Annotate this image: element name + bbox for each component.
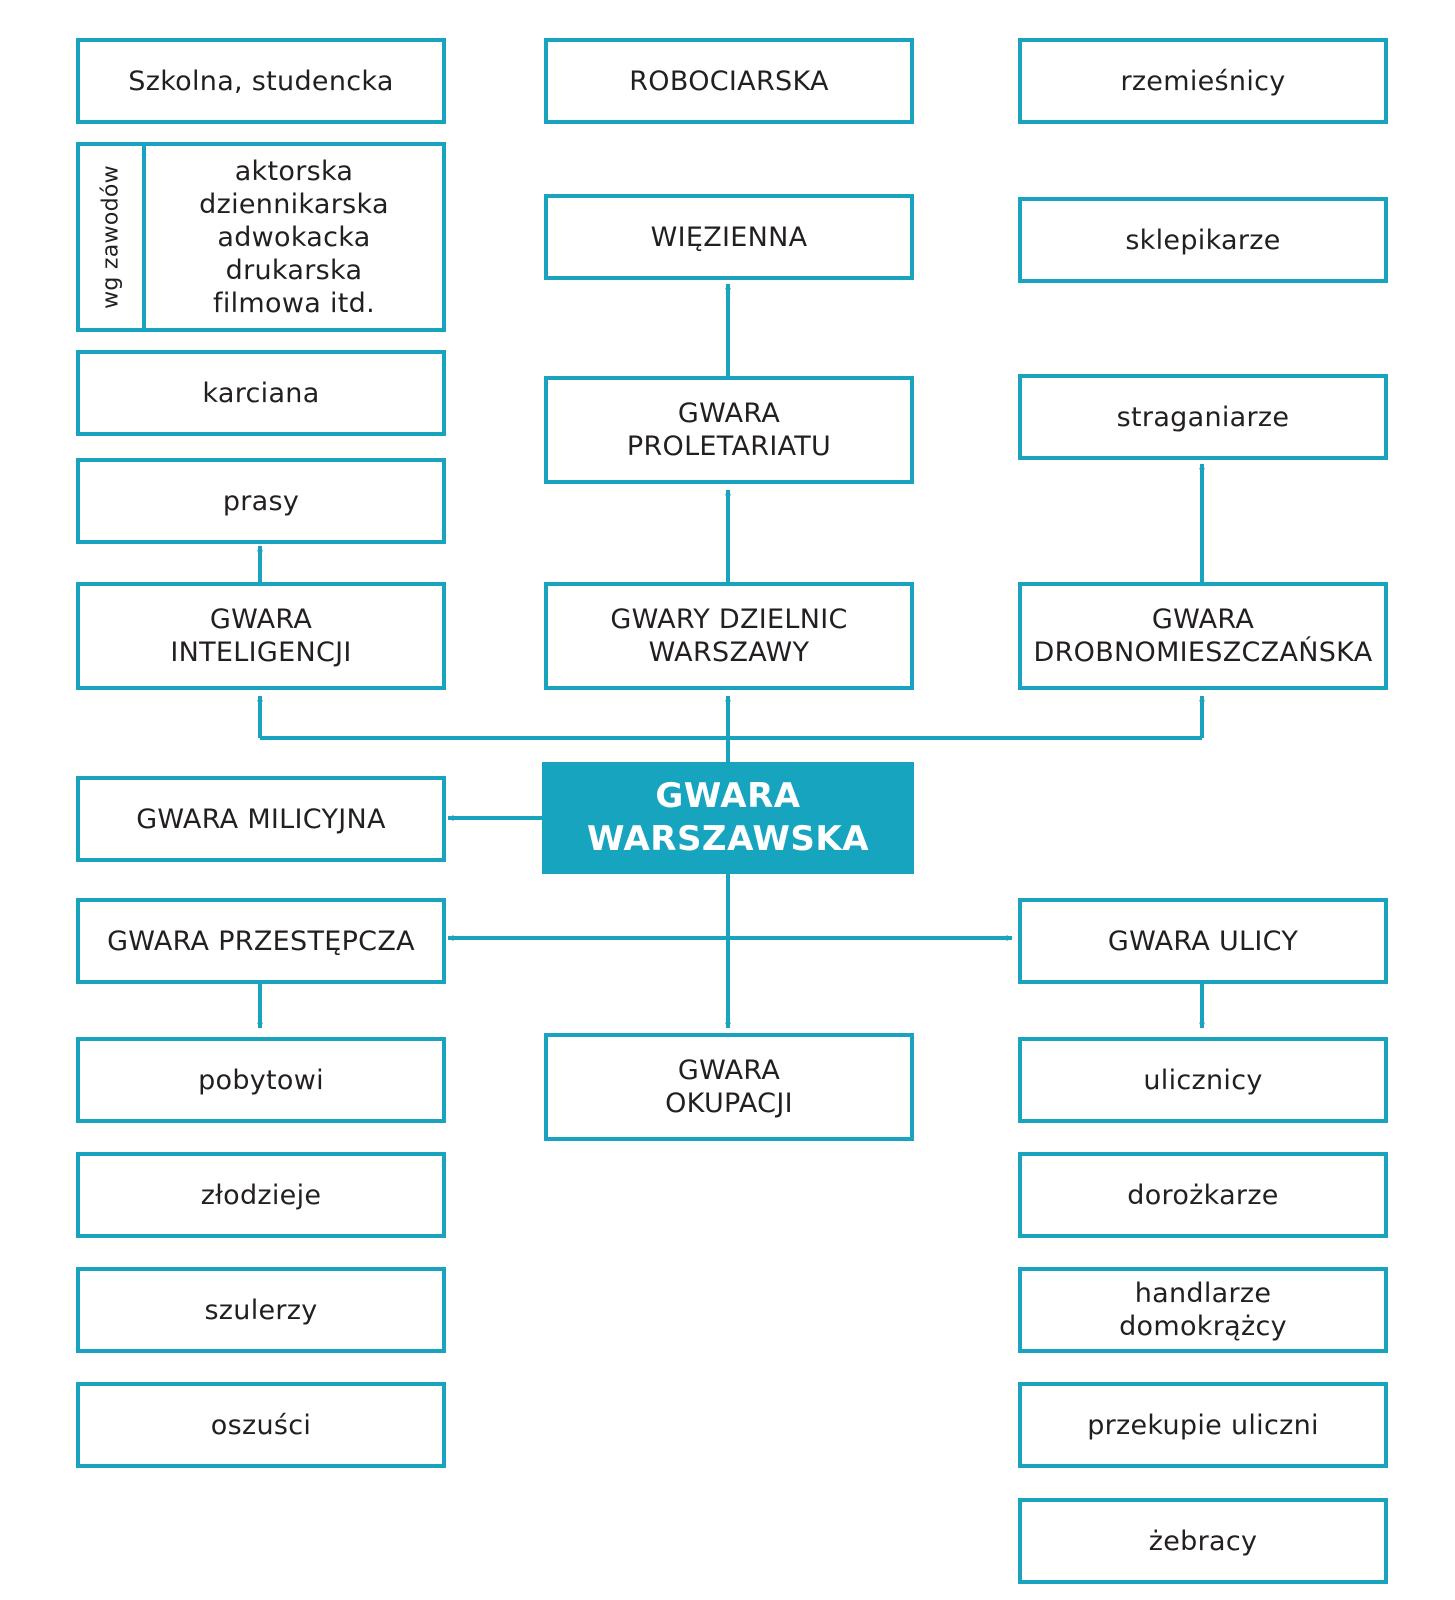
box-wiezienna: WIĘZIENNA: [544, 194, 914, 280]
box-wg-zawodow: wg zawodów aktorska dziennikarska adwoka…: [76, 142, 446, 332]
side-label: wg zawodów: [98, 165, 124, 309]
side-label-cell: wg zawodów: [80, 146, 146, 328]
center-title: GWARA WARSZAWSKA: [586, 776, 870, 859]
box-handlarze-domokrazcy: handlarze domokrążcy: [1018, 1267, 1388, 1353]
box-zebracy: żebracy: [1018, 1498, 1388, 1584]
box-gwara-przestepcza: GWARA PRZESTĘPCZA: [76, 898, 446, 984]
box-gwara-drobnomieszczanska: GWARA DROBNOMIESZCZAŃSKA: [1018, 582, 1388, 690]
box-ulicznicy: ulicznicy: [1018, 1037, 1388, 1123]
box-szulerzy: szulerzy: [76, 1267, 446, 1353]
box-prasy: prasy: [76, 458, 446, 544]
box-karciana: karciana: [76, 350, 446, 436]
box-gwara-ulicy: GWARA ULICY: [1018, 898, 1388, 984]
professions-list: aktorska dziennikarska adwokacka drukars…: [199, 155, 389, 319]
box-dorozkarze: dorożkarze: [1018, 1152, 1388, 1238]
box-pobytowi: pobytowi: [76, 1037, 446, 1123]
box-gwara-proletariatu: GWARA PROLETARIATU: [544, 376, 914, 484]
box-gwara-warszawska: GWARA WARSZAWSKA: [542, 762, 914, 874]
box-sklepikarze: sklepikarze: [1018, 197, 1388, 283]
box-oszusci: oszuści: [76, 1382, 446, 1468]
box-gwara-milicyjna: GWARA MILICYJNA: [76, 776, 446, 862]
box-gwara-okupacji: GWARA OKUPACJI: [544, 1033, 914, 1141]
box-zlodzieje: złodzieje: [76, 1152, 446, 1238]
box-gwary-dzielnic: GWARY DZIELNIC WARSZAWY: [544, 582, 914, 690]
professions-cell: aktorska dziennikarska adwokacka drukars…: [146, 146, 442, 328]
box-gwara-inteligencji: GWARA INTELIGENCJI: [76, 582, 446, 690]
box-przekupie-uliczni: przekupie uliczni: [1018, 1382, 1388, 1468]
box-szkolna-studencka: Szkolna, studencka: [76, 38, 446, 124]
box-straganiarze: straganiarze: [1018, 374, 1388, 460]
box-rzemiesnicy: rzemieśnicy: [1018, 38, 1388, 124]
box-robociarska: ROBOCIARSKA: [544, 38, 914, 124]
